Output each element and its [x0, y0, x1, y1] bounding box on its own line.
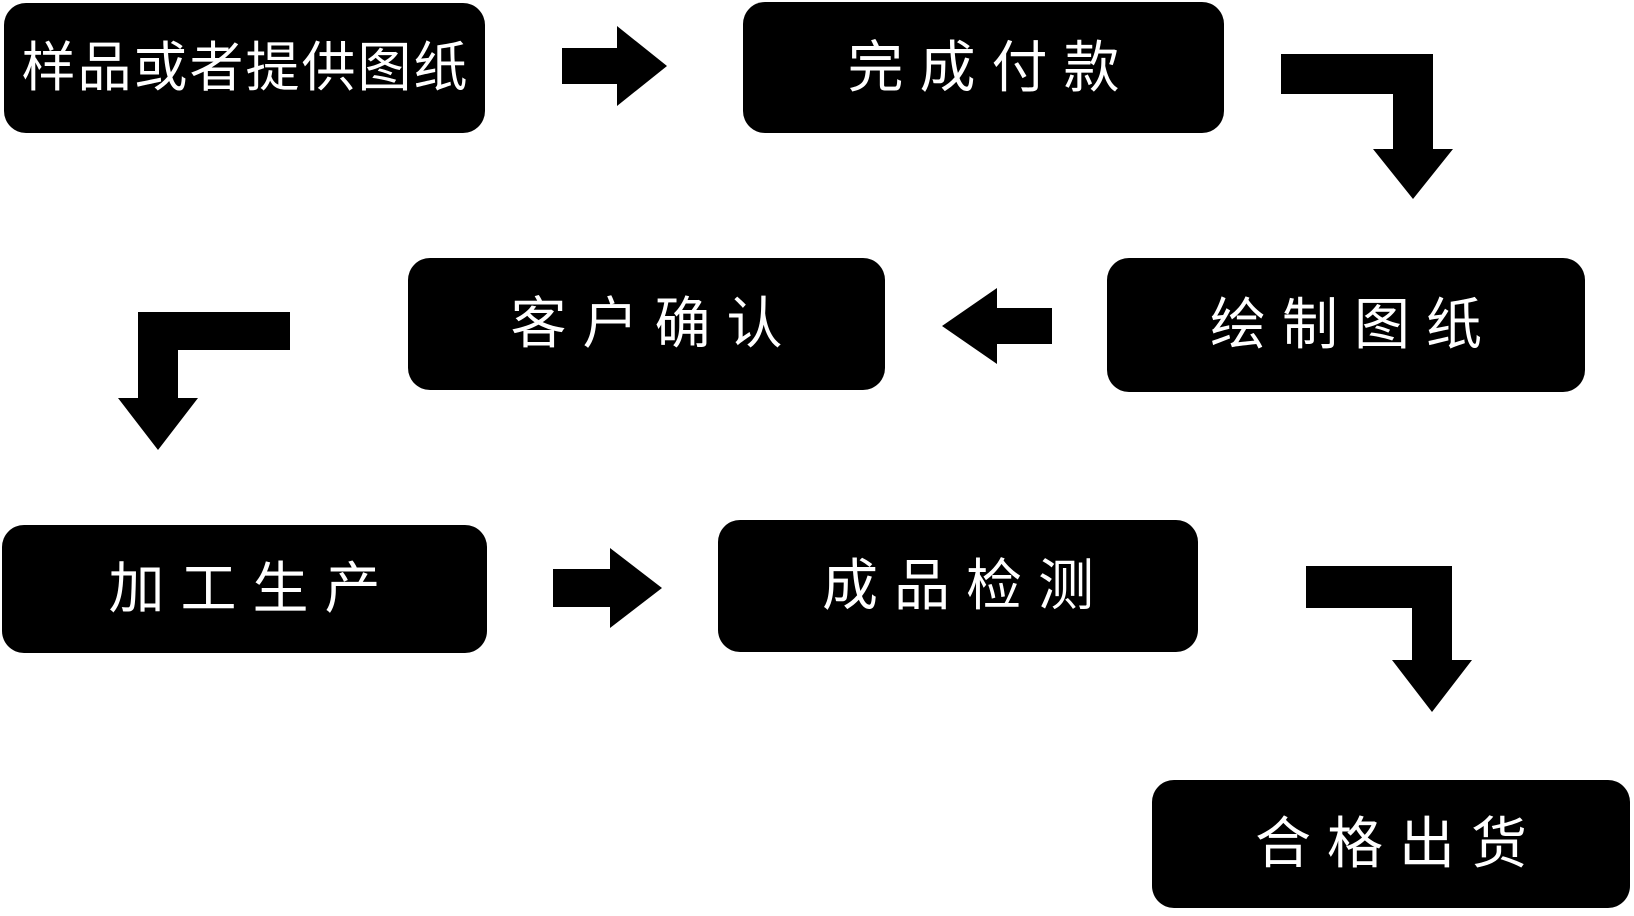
flow-node-complete-payment: 完成付款 — [743, 2, 1224, 133]
flow-node-label: 加工生产 — [108, 557, 397, 620]
arrow-right-icon — [553, 548, 662, 628]
flow-node-label: 成品检测 — [822, 554, 1110, 617]
arrow-elbow-right-down-icon — [1306, 566, 1472, 712]
arrow-right-icon — [562, 26, 667, 106]
flow-node-label: 样品或者提供图纸 — [21, 38, 470, 98]
flow-node-draw-blueprint: 绘制图纸 — [1107, 258, 1585, 392]
flow-node-label: 客户确认 — [510, 292, 799, 355]
arrow-left-icon — [942, 288, 1052, 364]
flow-node-sample-or-drawing: 样品或者提供图纸 — [4, 3, 485, 133]
flow-node-label: 合格出货 — [1255, 812, 1543, 875]
flow-node-label: 绘制图纸 — [1210, 293, 1498, 356]
flow-node-production: 加工生产 — [2, 525, 487, 653]
flow-node-customer-confirm: 客户确认 — [408, 258, 885, 390]
flow-node-product-inspection: 成品检测 — [718, 520, 1198, 652]
arrow-elbow-right-down-icon — [1281, 54, 1453, 199]
flow-node-label: 完成付款 — [847, 35, 1136, 99]
flow-node-qualified-shipment: 合格出货 — [1152, 780, 1630, 908]
arrow-elbow-left-down-icon — [118, 312, 290, 450]
